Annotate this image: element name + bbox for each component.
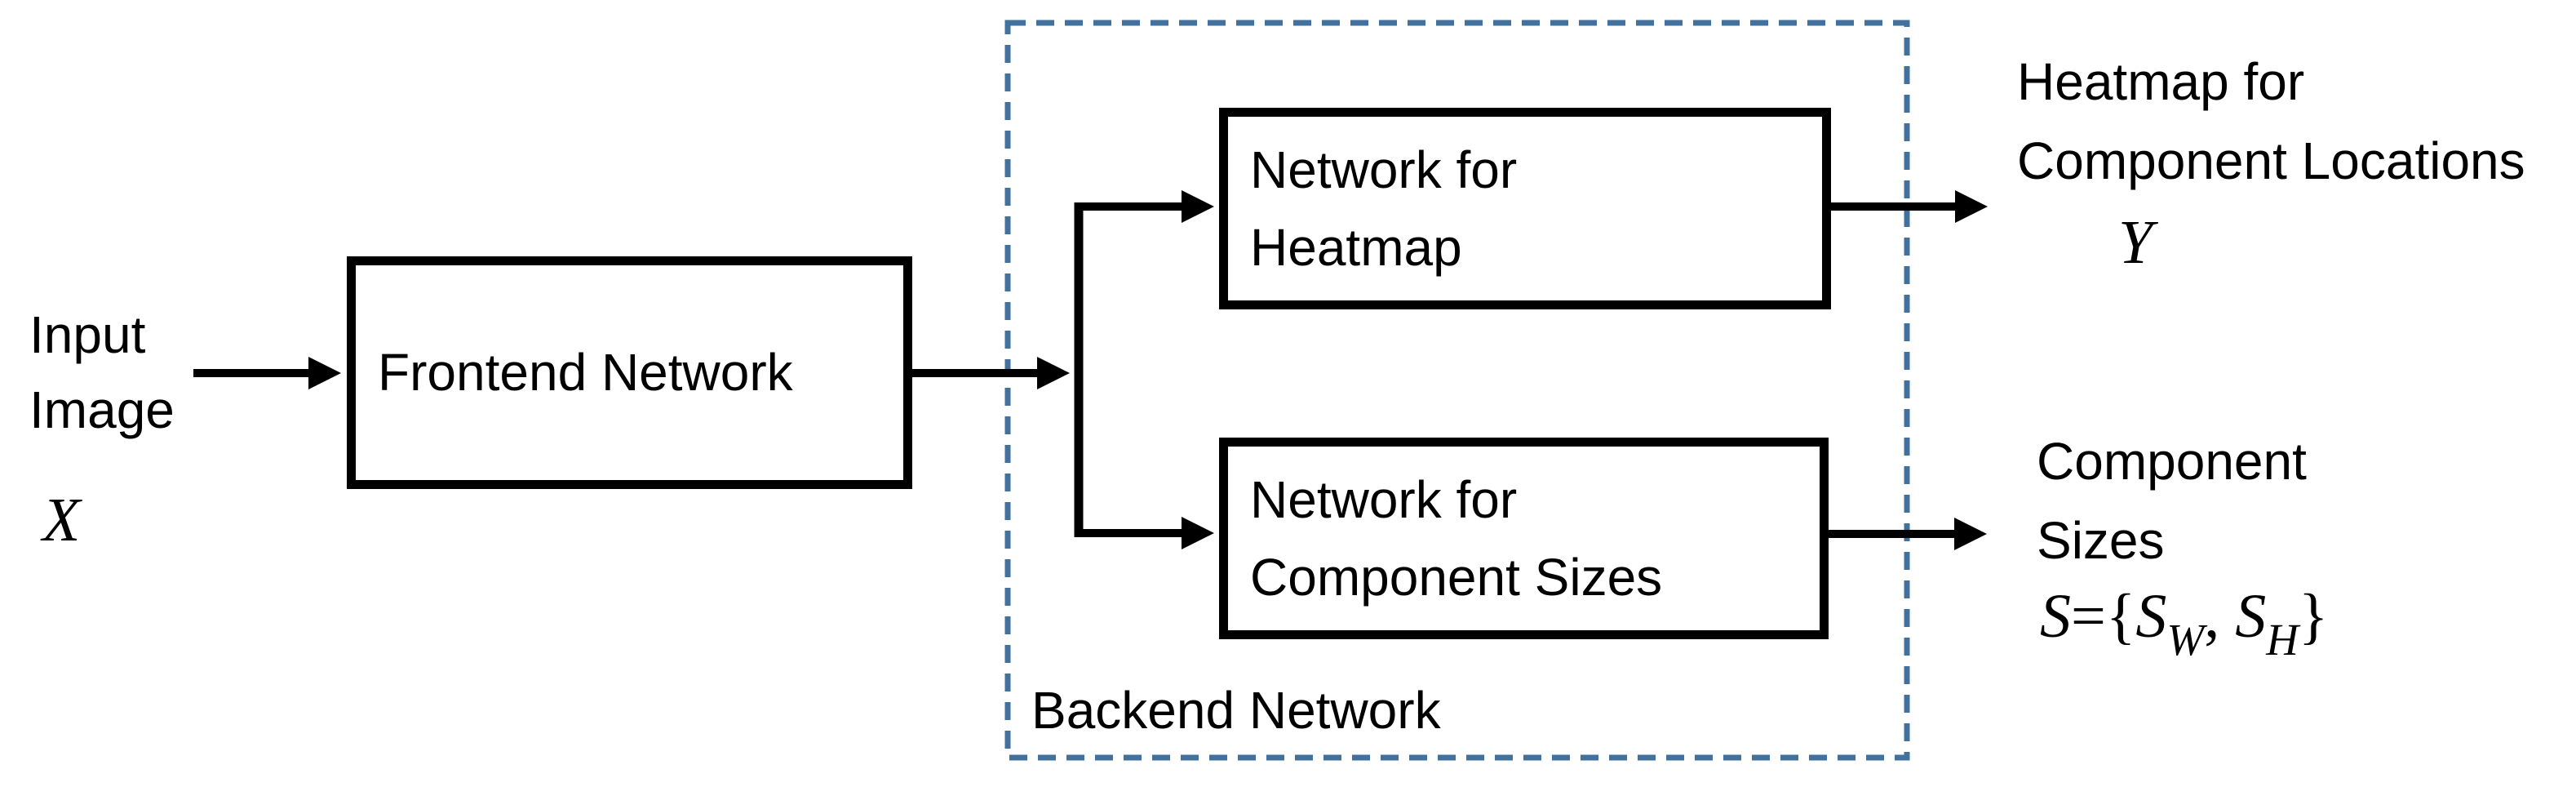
heatmap-network-label-line1: Network for	[1250, 140, 1518, 199]
backend-network-dashed-border	[1004, 20, 1910, 761]
heatmap-network-box: Network for Heatmap	[1219, 108, 1831, 309]
heatmap-network-label-line2: Heatmap	[1250, 217, 1462, 277]
formula-subscript-h: H	[2266, 615, 2299, 665]
output-heatmap-label: Heatmap for Component Locations	[2017, 42, 2525, 201]
backend-network-label: Backend Network	[1031, 681, 1441, 740]
input-image-label-line1: Input	[29, 305, 146, 364]
output-symbol-y: Y	[2118, 208, 2153, 277]
input-image-label-line2: Image	[29, 380, 175, 439]
sizes-network-label-line2: Component Sizes	[1250, 547, 1663, 607]
output-heatmap-label-line2: Component Locations	[2017, 131, 2525, 190]
sizes-network-label-line1: Network for	[1250, 469, 1518, 529]
formula-equals: =	[2071, 582, 2106, 651]
formula-s-h: S	[2235, 582, 2267, 651]
input-image-label: Input Image	[29, 297, 175, 447]
formula-comma: ,	[2204, 582, 2236, 651]
input-symbol-x: X	[42, 486, 81, 554]
formula-s-w: S	[2135, 582, 2167, 651]
output-sizes-label-line1: Component	[2037, 432, 2307, 491]
output-sizes-label: Component Sizes	[2037, 422, 2307, 580]
output-sizes-formula: S={SW, SH}	[2040, 580, 2329, 662]
frontend-network-label: Frontend Network	[378, 343, 793, 402]
output-heatmap-label-line1: Heatmap for	[2017, 52, 2305, 111]
formula-subscript-w: W	[2166, 615, 2205, 665]
formula-close-brace: }	[2298, 582, 2329, 651]
frontend-network-box: Frontend Network	[347, 256, 912, 489]
formula-open-brace: {	[2105, 582, 2136, 651]
sizes-network-box: Network for Component Sizes	[1219, 438, 1829, 639]
formula-s: S	[2040, 582, 2071, 651]
output-sizes-label-line2: Sizes	[2037, 511, 2165, 570]
